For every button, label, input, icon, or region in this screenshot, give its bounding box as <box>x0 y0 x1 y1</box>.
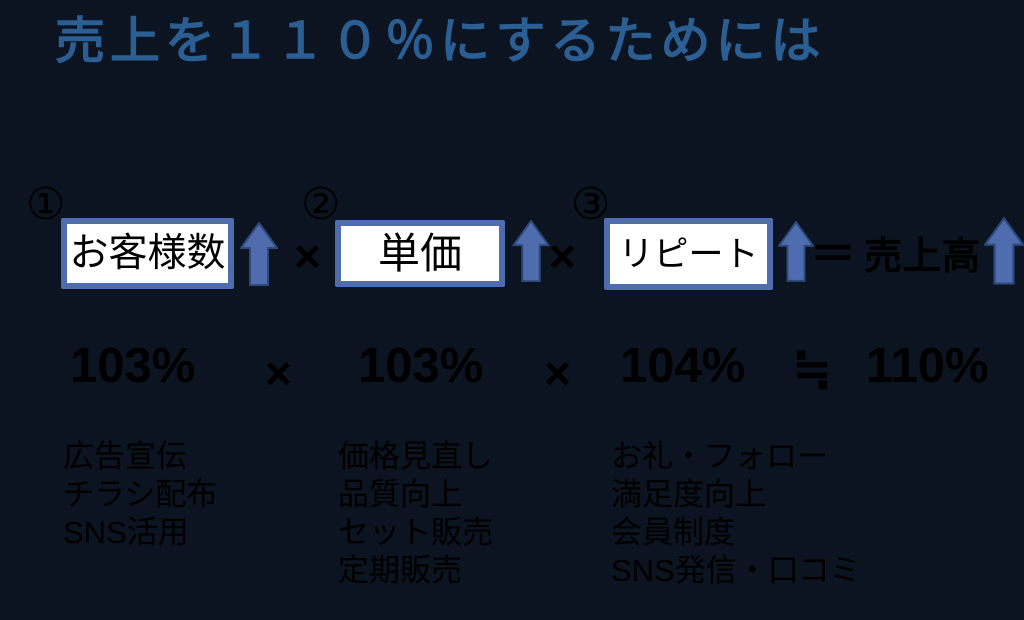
factor-2-tactics-list: 価格見直し 品質向上 セット販売 定期販売 <box>338 438 493 590</box>
factor-3-label: リピート <box>618 234 759 274</box>
multiply-sign: × <box>294 230 321 282</box>
tactic-item: セット販売 <box>338 515 493 550</box>
tactic-item: 会員制度 <box>611 515 735 550</box>
factor-2-percent: 103% <box>358 339 484 393</box>
page-title: 売上を１１０％にするためには <box>55 13 826 69</box>
factor-2-label: 単価 <box>377 229 462 277</box>
factor-3-percent: 104% <box>620 339 746 393</box>
result-percent: 110% <box>866 339 989 393</box>
tactic-item: 広告宣伝 <box>63 439 187 474</box>
approx-equals-sign: ≒ <box>792 343 833 396</box>
result-label: 売上高 <box>864 236 982 278</box>
tactic-item: 定期販売 <box>338 553 462 588</box>
tactic-item: 品質向上 <box>338 477 462 512</box>
factor-2-box: 単価 <box>335 220 505 287</box>
tactic-item: チラシ配布 <box>63 477 218 512</box>
tactic-item: SNS発信・口コミ <box>611 553 861 588</box>
factor-2-number: ② <box>301 180 341 229</box>
multiply-sign: × <box>544 347 571 399</box>
up-arrow-icon <box>984 216 1024 285</box>
up-arrow-icon <box>778 220 814 282</box>
tactic-item: 価格見直し <box>338 439 493 474</box>
multiply-sign: × <box>549 230 576 282</box>
up-arrow-icon <box>240 222 278 286</box>
factor-1-percent: 103% <box>70 339 196 393</box>
factor-3-box: リピート <box>604 218 773 290</box>
tactic-item: SNS活用 <box>63 515 189 550</box>
multiply-sign: × <box>265 347 292 399</box>
tactic-item: お礼・フォロー <box>611 439 828 474</box>
up-arrow-icon <box>512 220 550 282</box>
factor-1-tactics-list: 広告宣伝 チラシ配布 SNS活用 <box>63 438 217 552</box>
factor-3-number: ③ <box>571 180 611 229</box>
factor-1-label: お客様数 <box>69 232 226 275</box>
factor-3-tactics-list: お礼・フォロー 満足度向上 会員制度 SNS発信・口コミ <box>611 438 861 590</box>
factor-1-number: ① <box>26 180 66 229</box>
tactic-item: 満足度向上 <box>611 477 766 512</box>
equals-sign: ＝ <box>810 228 856 280</box>
factor-1-box: お客様数 <box>61 218 234 289</box>
